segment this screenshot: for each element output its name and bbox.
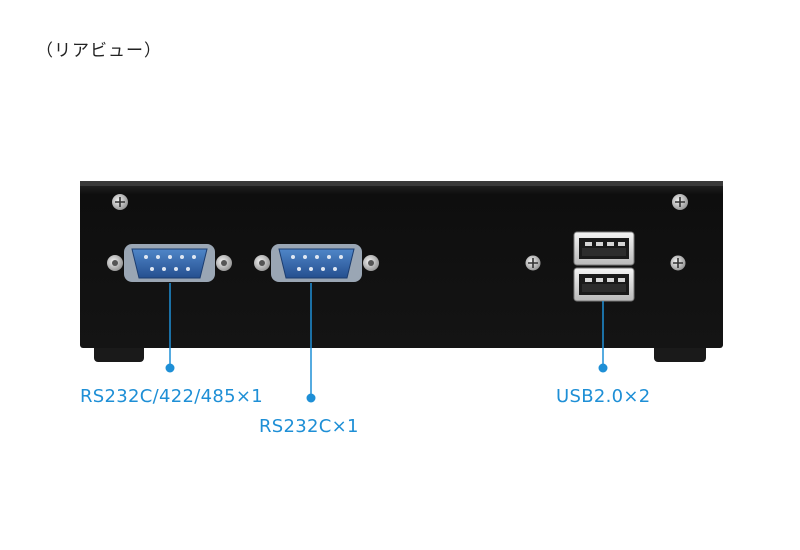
callout-leader-serial-rs232	[306, 283, 316, 403]
screw-top-right	[672, 194, 688, 210]
usb-port-top	[573, 231, 635, 266]
callout-label-usb: USB2.0×2	[556, 386, 651, 407]
serial-port-rs232-422-485	[107, 244, 232, 282]
screw-top-left	[112, 194, 128, 210]
usb-port-bottom	[573, 267, 635, 302]
view-title: （リアビュー）	[36, 41, 162, 61]
chassis-rear-plate	[80, 181, 723, 348]
callout-leader-serial-multi	[165, 283, 175, 373]
callout-leader-usb	[598, 301, 608, 373]
screw-usb-left	[525, 255, 541, 271]
callout-label-serial-multi: RS232C/422/485×1	[80, 386, 264, 407]
screw-right	[670, 255, 686, 271]
callout-label-serial-rs232: RS232C×1	[259, 416, 359, 437]
serial-port-rs232	[254, 244, 379, 282]
